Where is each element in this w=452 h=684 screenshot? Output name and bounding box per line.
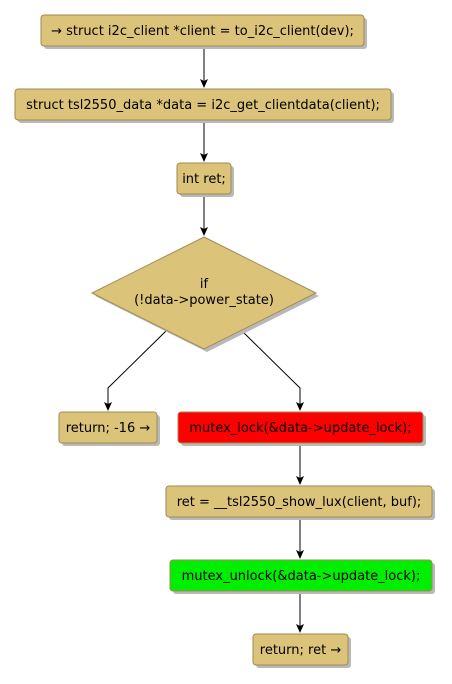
node-mutex-lock: mutex_lock(&data->update_lock); [177, 411, 426, 446]
edge-n4-n6 [241, 330, 304, 411]
node-label: ret = __tsl2550_show_lux(client, buf); [177, 495, 422, 510]
node-mutex-unlock: mutex_unlock(&data->update_lock); [169, 559, 435, 594]
edges [104, 46, 304, 633]
node-assign-data: struct tsl2550_data *data = i2c_get_clie… [14, 88, 394, 123]
edge-n4-n5 [104, 330, 167, 411]
node-decision-power-state: if (!data->power_state) [90, 236, 319, 352]
decision-label-line2: (!data->power_state) [134, 293, 274, 308]
node-label: return; -16 → [66, 421, 151, 436]
node-declare-ret: int ret; [176, 162, 234, 197]
node-show-lux: ret = __tsl2550_show_lux(client, buf); [165, 485, 435, 520]
node-label: int ret; [182, 172, 226, 187]
node-label: → struct i2c_client *client = to_i2c_cli… [51, 24, 354, 39]
node-return-ret: return; ret → [252, 633, 351, 668]
node-label: mutex_unlock(&data->update_lock); [182, 569, 421, 584]
node-label: struct tsl2550_data *data = i2c_get_clie… [26, 98, 380, 113]
node-label: return; ret → [260, 643, 342, 658]
node-label: mutex_lock(&data->update_lock); [189, 421, 411, 436]
node-return-error: return; -16 → [58, 411, 160, 446]
node-assign-client: → struct i2c_client *client = to_i2c_cli… [40, 14, 367, 49]
decision-label-line1: if [200, 277, 209, 292]
